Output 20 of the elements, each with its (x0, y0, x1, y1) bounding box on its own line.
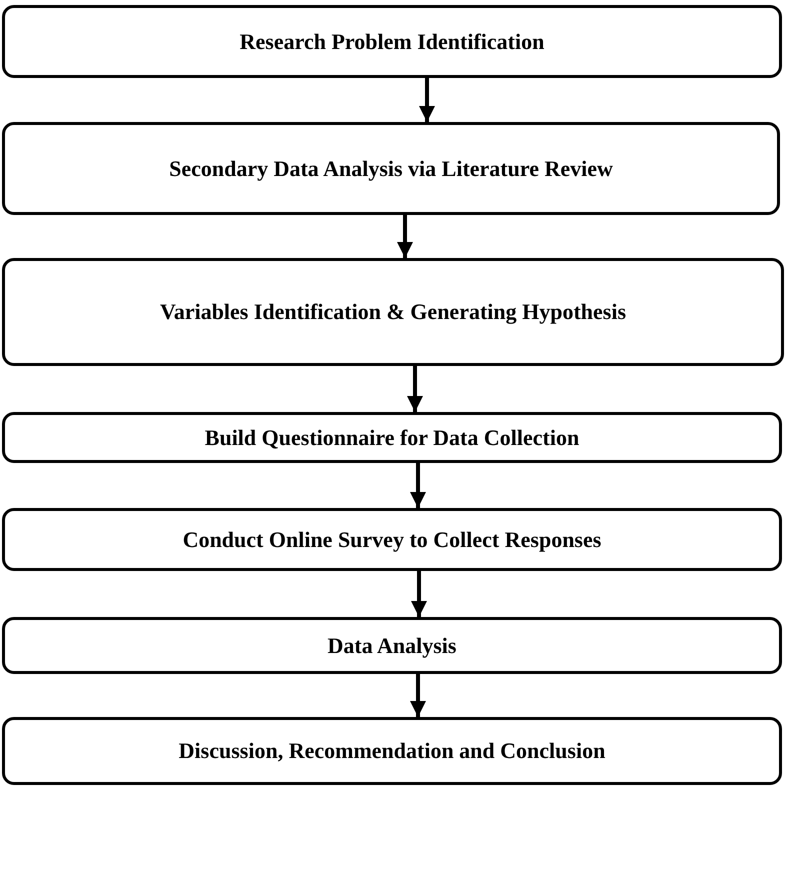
process-box (2, 412, 782, 463)
step-label: Data Analysis (328, 632, 456, 660)
arrow (407, 366, 423, 412)
process-box (2, 617, 782, 674)
step-label: Discussion, Recommendation and Conclusion (178, 737, 606, 765)
process-box (2, 508, 782, 571)
step-label: Research Problem Identification (240, 28, 544, 56)
arrow (397, 215, 413, 258)
process-box (2, 5, 782, 78)
arrow (410, 674, 426, 717)
arrow (419, 78, 435, 122)
step-label: Variables Identification & Generating Hypothesis (160, 298, 626, 326)
arrow (410, 463, 426, 508)
process-box (2, 717, 782, 785)
step-label: Secondary Data Analysis via Literature Review (169, 154, 613, 182)
process-box (2, 122, 780, 215)
step-label: Conduct Online Survey to Collect Responses (182, 526, 602, 554)
arrow (411, 571, 427, 617)
step-label: Build Questionnaire for Data Collection (204, 424, 580, 452)
process-box (2, 258, 784, 366)
